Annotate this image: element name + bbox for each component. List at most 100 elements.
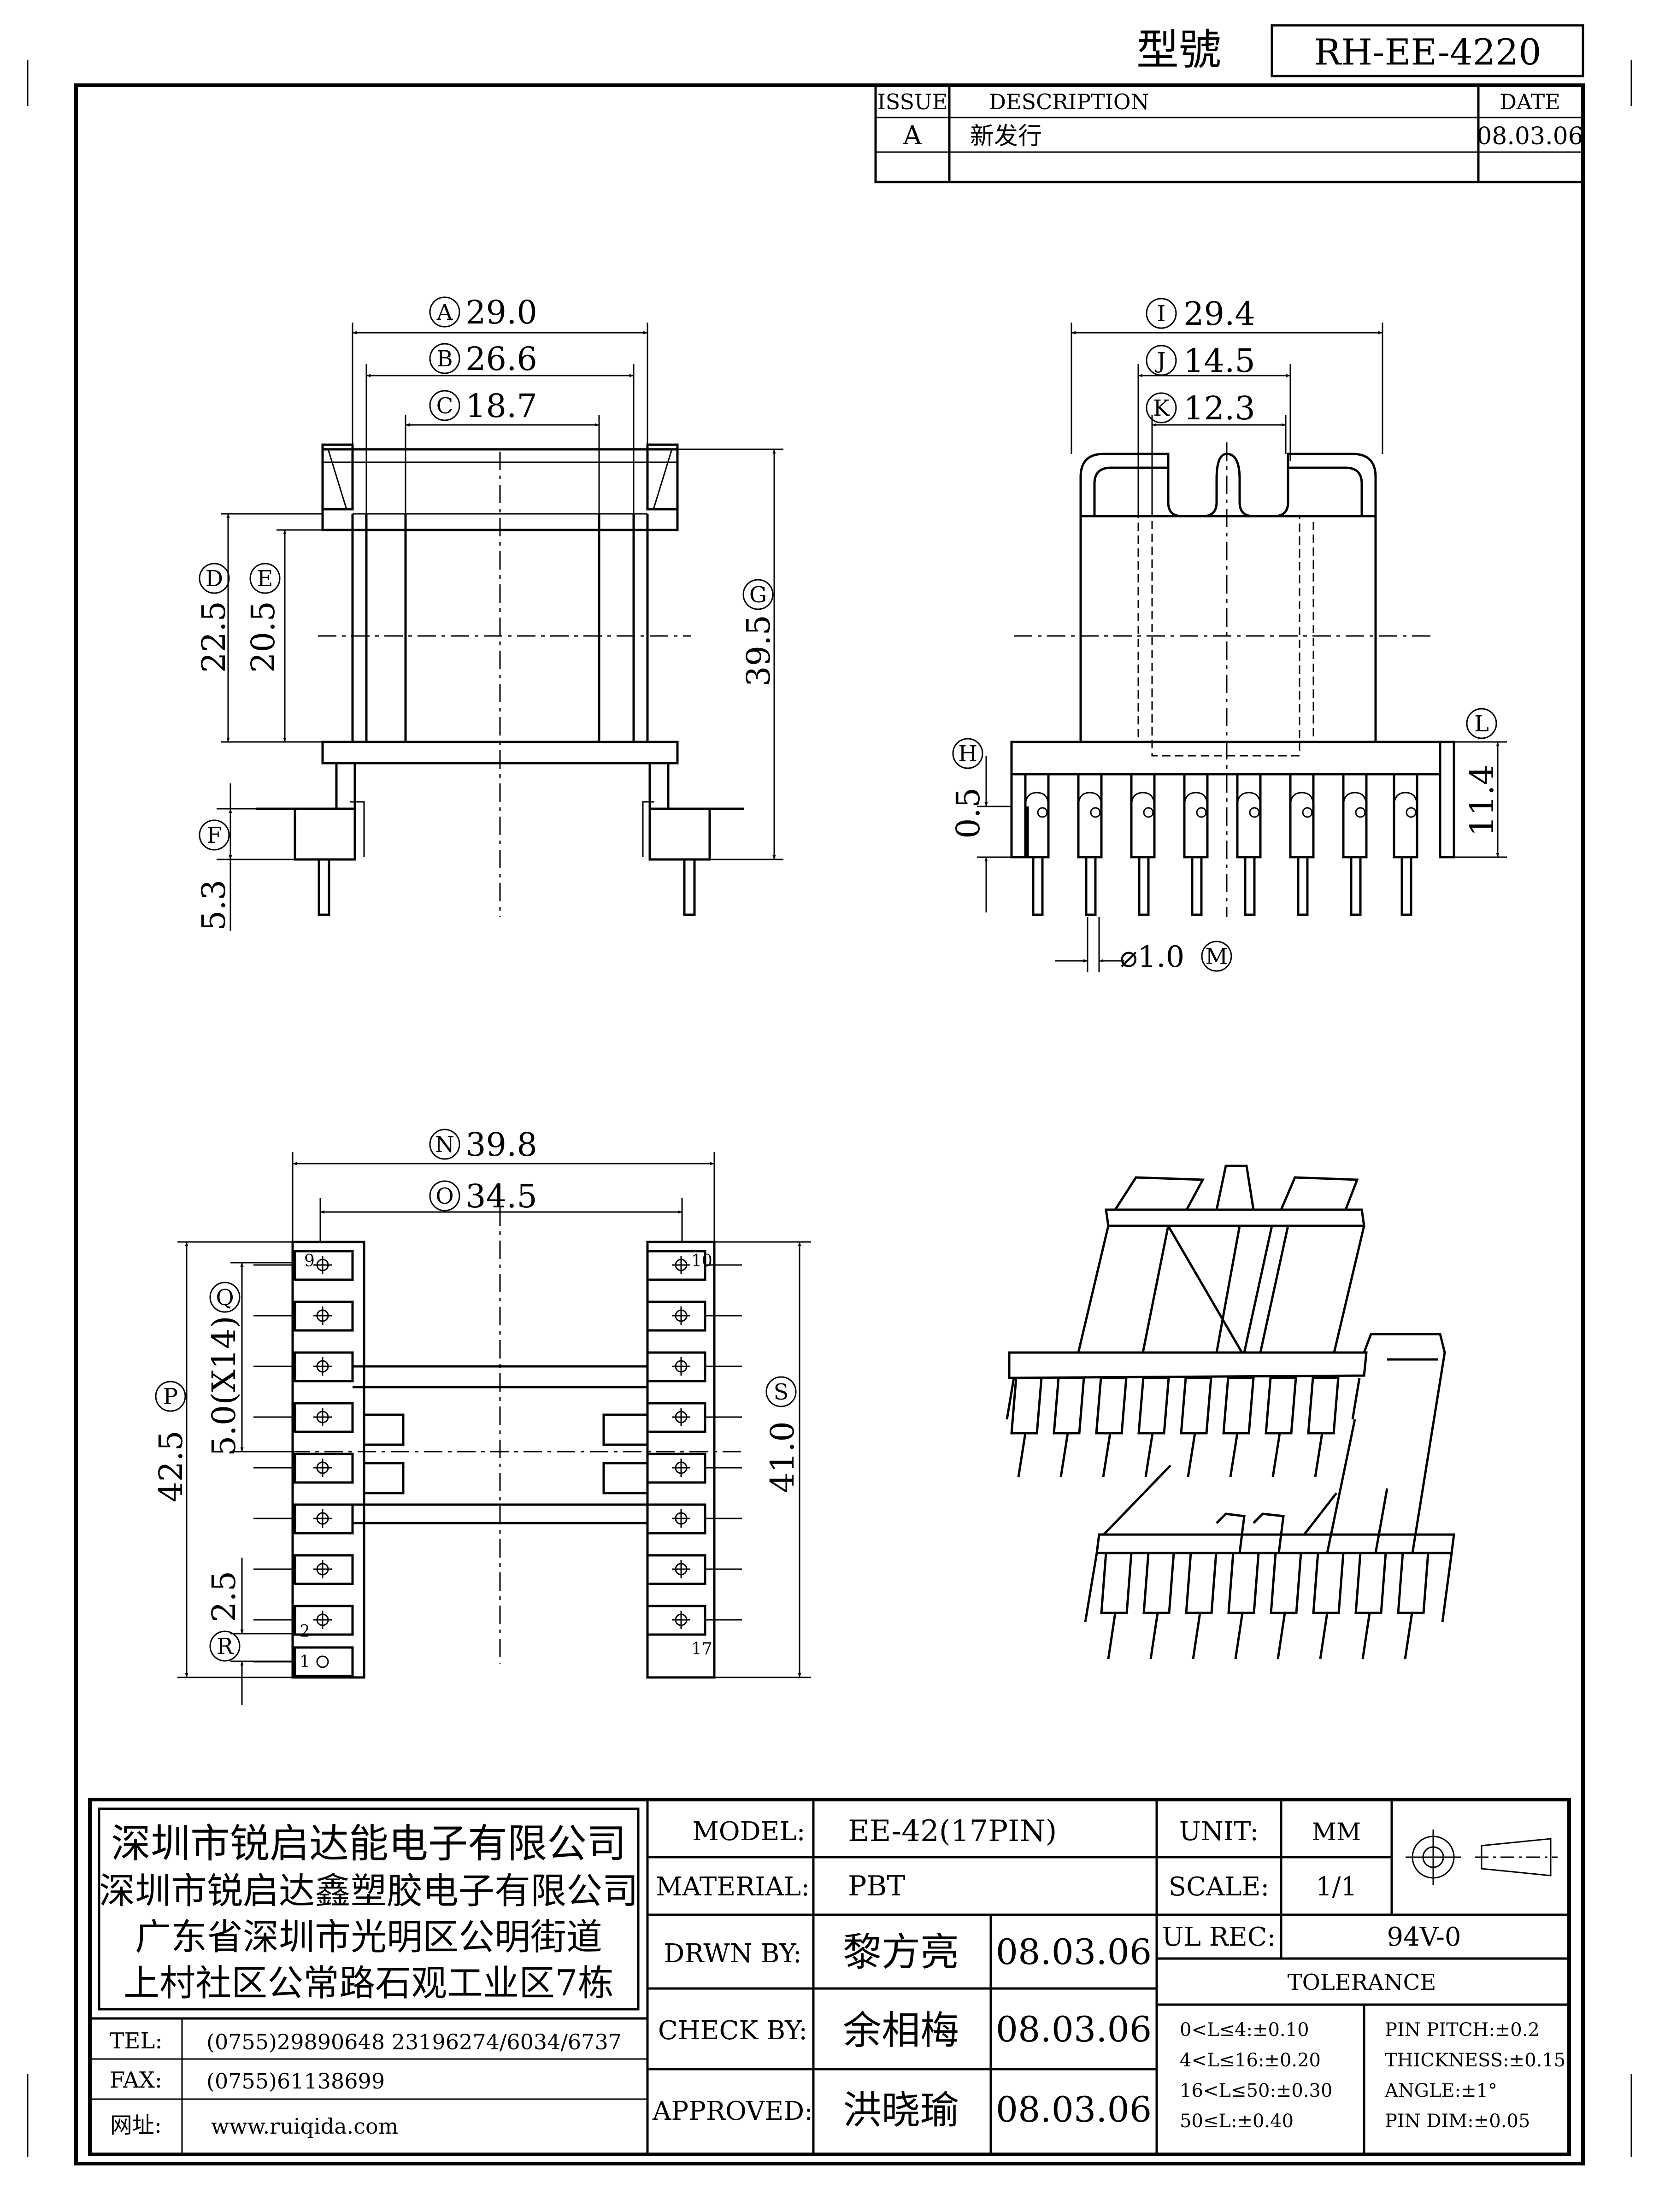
bottom-pin-center bbox=[313, 1256, 332, 1274]
bottom-pin-center bbox=[313, 1611, 332, 1629]
side-pin bbox=[1085, 856, 1097, 916]
iso-pin bbox=[1059, 1433, 1069, 1477]
ul-label: UL REC: bbox=[1162, 1922, 1276, 1952]
bottom-pin-center bbox=[672, 1459, 690, 1477]
dim-K: 12.3 bbox=[1183, 389, 1255, 427]
dim-D: 22.5 bbox=[195, 601, 233, 673]
corner-marks bbox=[27, 60, 1632, 2157]
scale-value: 1/1 bbox=[1316, 1872, 1357, 1902]
dim-S: 41.0 bbox=[764, 1421, 801, 1493]
tol-range-2: 4<L≤16:±0.20 bbox=[1180, 2050, 1321, 2071]
rev-col-description: DESCRIPTION bbox=[989, 89, 1149, 114]
tel-value: (0755)29890648 23196274/6034/6737 bbox=[206, 2030, 622, 2054]
pin-number-2: 2 bbox=[300, 1622, 310, 1641]
svg-text:A: A bbox=[436, 300, 453, 325]
iso-pin bbox=[1017, 1433, 1027, 1477]
tol-range-1: 0<L≤4:±0.10 bbox=[1180, 2019, 1309, 2041]
iso-pin-housing bbox=[1180, 1377, 1212, 1435]
web-value: www.ruiqida.com bbox=[211, 2114, 398, 2139]
svg-text:D: D bbox=[206, 566, 223, 592]
side-pin bbox=[1138, 856, 1150, 916]
side-view-pins bbox=[1010, 774, 1029, 859]
dim-C: 18.7 bbox=[465, 387, 537, 425]
bottom-pin-center bbox=[672, 1357, 690, 1376]
dim-E: 20.5 bbox=[244, 601, 282, 673]
bottom-pin-center bbox=[313, 1509, 332, 1528]
svg-text:K: K bbox=[1153, 395, 1170, 421]
iso-pin bbox=[1234, 1612, 1244, 1659]
approved-by: 洪晓瑜 bbox=[843, 2088, 959, 2133]
ul-value: 94V-0 bbox=[1387, 1922, 1461, 1952]
svg-text:E: E bbox=[257, 566, 273, 592]
svg-text:H: H bbox=[958, 741, 977, 767]
rev-date: 08.03.06 bbox=[1477, 123, 1583, 150]
iso-pin bbox=[1192, 1612, 1201, 1659]
dim-J: 14.5 bbox=[1183, 342, 1255, 380]
model-value: EE-42(17PIN) bbox=[848, 1814, 1057, 1848]
pin-number-1: 1 bbox=[300, 1653, 310, 1671]
side-pin-slot bbox=[1077, 792, 1102, 807]
side-pin bbox=[1297, 856, 1309, 916]
side-pin-slot bbox=[1236, 792, 1261, 807]
rev-issue: A bbox=[903, 121, 922, 151]
svg-text:F: F bbox=[206, 823, 222, 848]
iso-pin-housing bbox=[1307, 1377, 1340, 1435]
side-pin bbox=[1244, 856, 1256, 916]
tol-range-3: 16<L≤50:±0.30 bbox=[1180, 2080, 1332, 2101]
tol-range-4: 50≤L:±0.40 bbox=[1180, 2111, 1294, 2132]
iso-pin bbox=[1319, 1612, 1329, 1659]
iso-pin-housing bbox=[1010, 1377, 1043, 1435]
isometric-view bbox=[1006, 1165, 1455, 1659]
iso-pin bbox=[1271, 1433, 1281, 1477]
drawn-by: 黎方亮 bbox=[843, 1930, 959, 1975]
approved-date: 08.03.06 bbox=[996, 2089, 1152, 2130]
bottom-pin-center bbox=[672, 1306, 690, 1325]
check-by: 余相梅 bbox=[843, 2008, 959, 2053]
iso-pin-housing bbox=[1265, 1377, 1297, 1435]
dim-G: 39.5 bbox=[740, 615, 777, 687]
fax-value: (0755)61138699 bbox=[206, 2069, 385, 2094]
tol-pin-dim: PIN DIM:±0.05 bbox=[1385, 2111, 1530, 2132]
dim-O: 34.5 bbox=[465, 1177, 537, 1215]
svg-text:L: L bbox=[1474, 711, 1489, 737]
model-label: MODEL: bbox=[692, 1817, 805, 1847]
svg-text:B: B bbox=[436, 346, 453, 372]
svg-text:S: S bbox=[774, 1379, 789, 1405]
tolerance-label: TOLERANCE bbox=[1288, 1970, 1436, 1995]
unit-value: MM bbox=[1312, 1818, 1361, 1846]
side-view-dims: I 29.4 J 14.5 K 12.3 L 11.4 H 0.5 ⌀1.0 M bbox=[949, 295, 1507, 974]
iso-pin-housing bbox=[1137, 1377, 1170, 1435]
side-pin-hole bbox=[1037, 807, 1048, 818]
svg-text:R: R bbox=[217, 1634, 234, 1659]
sheet-border bbox=[74, 83, 1585, 2165]
dim-M: ⌀1.0 bbox=[1120, 940, 1184, 974]
side-pin bbox=[1032, 856, 1044, 916]
company-address-2: 上村社区公常路石观工业区7栋 bbox=[124, 1963, 614, 2004]
projection-symbol-icon bbox=[1406, 1830, 1558, 1885]
svg-text:G: G bbox=[749, 582, 767, 608]
side-pin bbox=[1400, 856, 1412, 916]
pin-number-10: 10 bbox=[691, 1252, 712, 1271]
iso-pin bbox=[1314, 1433, 1324, 1477]
bottom-pin-center bbox=[313, 1560, 332, 1578]
tol-angle: ANGLE:±1° bbox=[1384, 2080, 1497, 2101]
side-pin-slot bbox=[1183, 792, 1208, 807]
company-name-1: 深圳市锐启达能电子有限公司 bbox=[111, 1821, 626, 1867]
side-pin-slot bbox=[1393, 792, 1418, 807]
side-pin-slot bbox=[1024, 792, 1049, 807]
dim-N: 39.8 bbox=[465, 1126, 537, 1164]
title-block: 深圳市锐启达能电子有限公司 深圳市锐启达鑫塑胶电子有限公司 广东省深圳市光明区公… bbox=[88, 1798, 1571, 2156]
iso-pin-housing bbox=[1397, 1552, 1430, 1614]
front-view bbox=[256, 443, 744, 917]
dim-P: 42.5 bbox=[152, 1430, 190, 1502]
side-pin-hole bbox=[1143, 807, 1154, 818]
material-value: PBT bbox=[848, 1870, 905, 1902]
bottom-pin-center bbox=[672, 1560, 690, 1578]
rev-col-date: DATE bbox=[1500, 89, 1560, 114]
dim-H: 0.5 bbox=[949, 788, 987, 839]
svg-text:P: P bbox=[163, 1384, 178, 1410]
side-pin-hole bbox=[1302, 807, 1313, 818]
bottom-pin-center bbox=[672, 1256, 690, 1274]
iso-pin bbox=[1229, 1433, 1239, 1477]
